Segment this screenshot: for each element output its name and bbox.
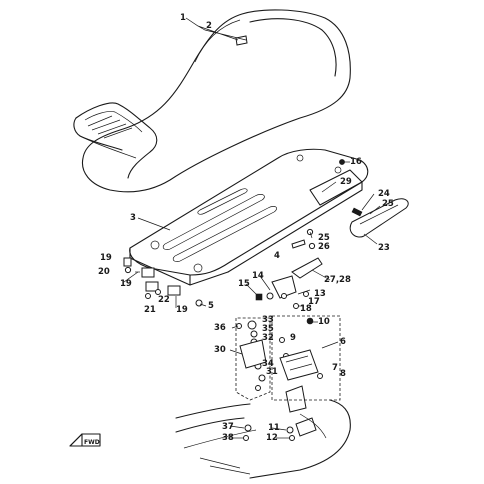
callout-24: 24	[378, 189, 390, 199]
callout-10: 10	[318, 317, 330, 327]
callout-32: 32	[262, 333, 274, 343]
callout-3: 3	[130, 213, 136, 223]
callout-8: 8	[340, 369, 346, 379]
forward-arrow-marker: FWD	[69, 433, 101, 447]
callout-36: 36	[214, 323, 226, 333]
callout-5: 5	[208, 301, 214, 311]
callout-4: 4	[274, 251, 280, 261]
seat-cushion	[73, 9, 351, 193]
leader-lines	[123, 17, 381, 439]
callout-9: 9	[290, 333, 296, 343]
callout-7: 7	[332, 363, 338, 373]
callout-31: 31	[266, 367, 278, 377]
callout-labels: 1 2 3 4 5 6 7 8 9 10 11 12 13 14 15 16 1…	[98, 13, 394, 443]
callout-17: 17	[308, 297, 320, 307]
callout-1: 1	[180, 13, 186, 23]
callout-19-right: 19	[176, 305, 188, 315]
callout-20: 20	[98, 267, 110, 277]
grab-handle	[349, 198, 409, 238]
callout-2: 2	[206, 21, 212, 31]
callout-14: 14	[252, 271, 264, 281]
callout-35: 35	[262, 324, 274, 334]
callout-22: 22	[158, 295, 170, 305]
subassembly-outline-30	[235, 317, 271, 401]
callout-29: 29	[340, 177, 352, 187]
callout-30: 30	[214, 345, 226, 355]
callout-16: 16	[350, 157, 362, 167]
callout-25-lower: 25	[318, 233, 330, 243]
callout-21: 21	[144, 305, 156, 315]
callout-19-left: 19	[100, 253, 112, 263]
callout-15: 15	[238, 279, 250, 289]
callout-37: 37	[222, 422, 234, 432]
callout-19-middle: 19	[120, 279, 132, 289]
callout-38: 38	[222, 433, 234, 443]
seat-base-plate	[129, 148, 369, 286]
callout-26: 26	[318, 242, 330, 252]
fwd-label: FWD	[84, 439, 100, 446]
hull-outline	[175, 399, 351, 479]
callout-34: 34	[262, 359, 274, 369]
callout-23: 23	[378, 243, 390, 253]
callout-13: 13	[314, 289, 326, 299]
callout-27-28: 27,28	[324, 275, 351, 285]
callout-33: 33	[262, 315, 274, 325]
callout-18: 18	[300, 304, 312, 314]
hinge-bracket	[271, 257, 323, 299]
subassembly-outline-6	[271, 315, 341, 401]
latch-assembly	[239, 339, 319, 437]
callout-25-top: 25	[382, 199, 394, 209]
callout-11: 11	[268, 423, 280, 433]
callout-12: 12	[266, 433, 278, 443]
callout-6: 6	[340, 337, 346, 347]
